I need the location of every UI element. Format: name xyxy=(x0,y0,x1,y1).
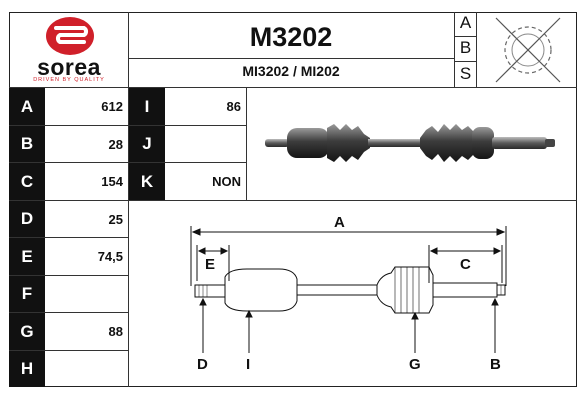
divider xyxy=(128,58,454,59)
dim-label-i: I xyxy=(246,356,251,373)
brand-name: sorea xyxy=(37,54,101,80)
spec-value-h xyxy=(46,351,128,387)
divider xyxy=(246,87,247,200)
spec-value-i: 86 xyxy=(226,99,241,114)
spec-label-g: G xyxy=(9,313,45,350)
divider xyxy=(454,36,476,37)
divider xyxy=(128,12,129,387)
spec-value-d: 25 xyxy=(108,211,123,227)
dim-label-b: B xyxy=(490,356,501,373)
spec-label-e: E xyxy=(9,238,45,275)
abs-ring-crossed-icon xyxy=(495,17,561,83)
divider xyxy=(128,200,577,201)
divider xyxy=(454,12,455,87)
divider xyxy=(128,162,246,163)
reference-numbers: MI3202 / MI202 xyxy=(242,63,340,79)
divider xyxy=(9,125,128,126)
spec-label-h: H xyxy=(9,351,45,387)
divider xyxy=(454,61,476,62)
dim-label-c: C xyxy=(460,256,471,273)
spec-label-b: B xyxy=(9,126,45,162)
sorea-logo-mark xyxy=(46,17,94,55)
part-number: M3202 xyxy=(249,22,333,52)
divider xyxy=(9,312,128,313)
spec-label-f: F xyxy=(9,276,45,312)
divider xyxy=(9,162,128,163)
abs-letter-a: A xyxy=(459,13,472,32)
dimension-diagram xyxy=(190,226,507,353)
divider xyxy=(9,87,577,88)
brand-tagline: DRIVEN BY QUALITY xyxy=(33,77,105,83)
divider xyxy=(9,350,128,351)
dim-label-e: E xyxy=(205,256,216,273)
spec-label-j: J xyxy=(129,126,165,162)
divider xyxy=(9,237,128,238)
spec-label-c: C xyxy=(9,163,45,200)
drive-shaft-photo xyxy=(265,124,555,162)
spec-label-d: D xyxy=(9,201,45,237)
divider xyxy=(9,275,128,276)
abs-letter-b: B xyxy=(459,38,472,57)
abs-letter-s: S xyxy=(459,64,472,83)
spec-value-g: 88 xyxy=(108,324,123,339)
spec-value-e: 74,5 xyxy=(97,249,123,264)
dim-label-d: D xyxy=(197,356,208,373)
dim-label-g: G xyxy=(409,356,421,373)
divider xyxy=(476,12,477,87)
spec-label-i: I xyxy=(129,88,165,125)
spec-value-c: 154 xyxy=(101,174,123,189)
spec-label-k: K xyxy=(129,163,165,200)
dim-label-a: A xyxy=(334,214,345,231)
spec-value-k: NON xyxy=(212,174,241,189)
divider xyxy=(9,200,128,201)
spec-label-a: A xyxy=(9,88,45,125)
divider xyxy=(128,125,246,126)
spec-value-f xyxy=(46,276,128,312)
spec-value-j xyxy=(166,126,246,162)
spec-value-a: 612 xyxy=(101,99,123,114)
spec-value-b: 28 xyxy=(108,136,123,152)
